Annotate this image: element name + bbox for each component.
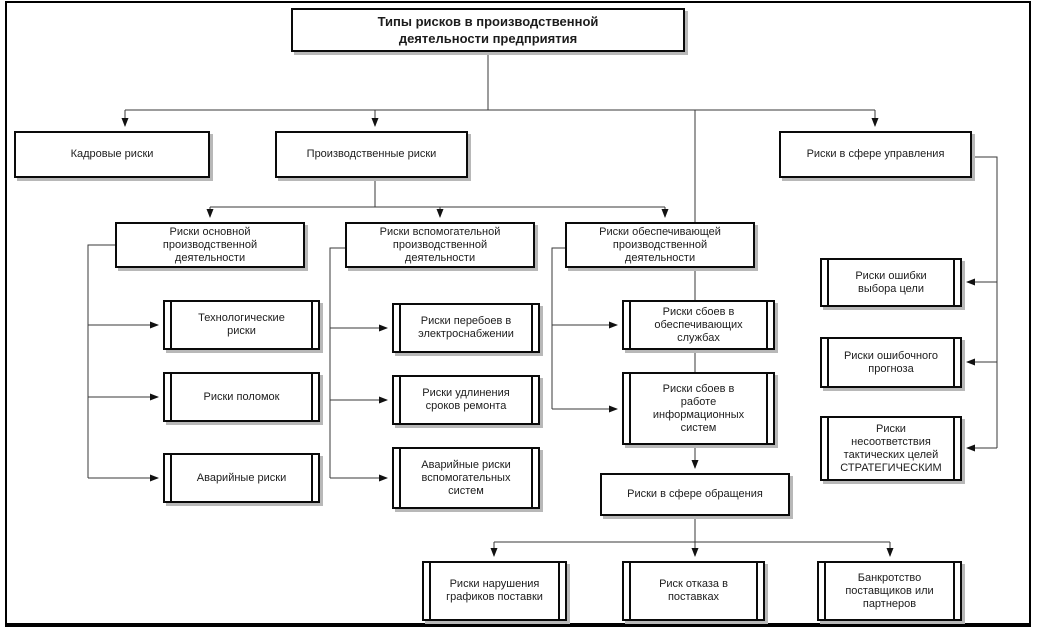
connector-col1-bracket (87, 244, 115, 478)
node-riski-obespechivayushchey: Риски обеспечивающей производственной де… (565, 222, 755, 268)
node-nesootvetstviya-tseley: Риски несоответствия тактических целей С… (820, 416, 962, 481)
node-riski-vspomogatelnoy: Риски вспомогательной производственной д… (345, 222, 535, 268)
node-oshibochnogo-prognoza: Риски ошибочного прогноза (820, 337, 962, 388)
node-avariynye-riski: Аварийные риски (163, 453, 320, 503)
connector-col2-bracket (329, 247, 345, 478)
node-sboev-inform-sistem: Риски сбоев в работе информационных сист… (622, 372, 775, 445)
node-sboev-sluzhbakh: Риски сбоев в обеспечивающих службах (622, 300, 775, 350)
node-kadrovye-riski: Кадровые риски (14, 131, 210, 178)
node-riski-pereboev: Риски перебоев в электроснабжении (392, 303, 540, 353)
connector-right-bracket (972, 156, 998, 448)
node-bankrotstvo-postavshchikov: Банкротство поставщиков или партнеров (817, 561, 962, 621)
node-riski-osnovnoy: Риски основной производственной деятельн… (115, 222, 305, 268)
connector-col3-bracket (551, 247, 565, 409)
node-avariynye-vspomogatelnykh: Аварийные риски вспомогательных систем (392, 447, 540, 509)
node-oshibki-vybora-tseli: Риски ошибки выбора цели (820, 258, 962, 307)
node-proizvodstvennye-riski: Производственные риски (275, 131, 468, 178)
node-narusheniya-grafikov: Риски нарушения графиков поставки (422, 561, 567, 621)
diagram-frame (5, 1, 1031, 627)
node-riski-udlineniya: Риски удлинения сроков ремонта (392, 375, 540, 425)
node-otkaza-v-postavkakh: Риск отказа в поставках (622, 561, 765, 621)
node-riski-upravleniya: Риски в сфере управления (779, 131, 972, 178)
node-riski-polomok: Риски поломок (163, 372, 320, 422)
node-tekhnologicheskie-riski: Технологические риски (163, 300, 320, 350)
node-title: Типы рисков в производственной деятельно… (291, 8, 685, 52)
node-riski-obrashcheniya: Риски в сфере обращения (600, 473, 790, 516)
